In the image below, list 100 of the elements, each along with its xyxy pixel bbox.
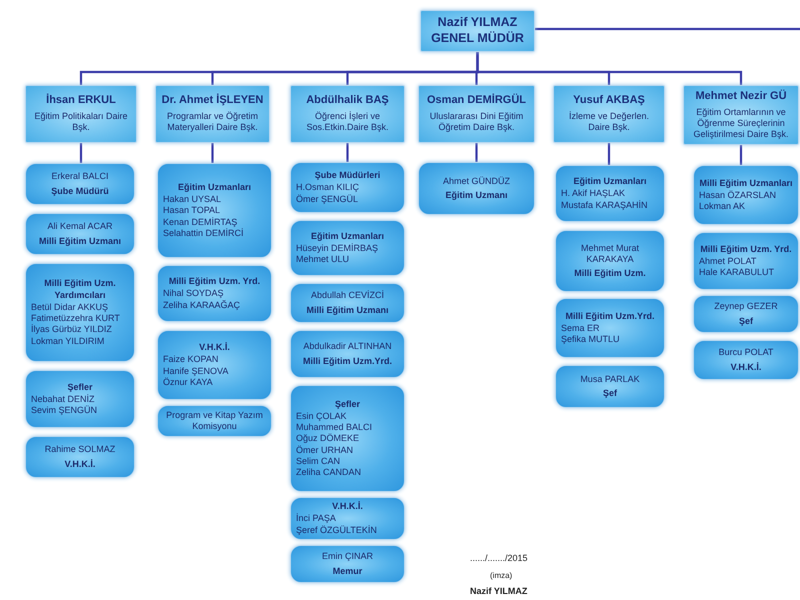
person-name: Oğuz DÖMEKE — [296, 433, 360, 445]
staff-group-box — [290, 497, 405, 540]
person-name: Hasan TOPAL — [163, 205, 220, 217]
person-name: Kenan DEMİRTAŞ — [163, 216, 238, 228]
person-name: Lokman YILDIRIM — [31, 336, 104, 347]
person-name: İlyas Gürbüz YILDIZ — [31, 324, 112, 336]
director-box — [420, 10, 535, 52]
connector-line — [476, 52, 742, 85]
staff-group-box — [157, 330, 272, 400]
person-name: Hale KARABULUT — [699, 267, 774, 278]
group-heading: Milli Eğitim Uzm.Yrd. — [565, 310, 654, 322]
staff-box — [25, 163, 135, 205]
connector-line — [80, 143, 82, 163]
staff-group-box — [157, 163, 272, 258]
job-title: Programlar ve Öğretim Materyalleri Daire Bşk. — [166, 111, 260, 134]
unit-name: Program ve Kitap Yazım Komisyonu — [165, 410, 264, 432]
job-title: Milli Eğitim Uzm. — [574, 268, 646, 280]
job-title: Şef — [602, 388, 617, 400]
staff-box — [693, 340, 799, 380]
staff-box — [290, 330, 405, 378]
connector-line — [740, 145, 742, 165]
staff-box — [25, 213, 135, 255]
person-name: Mehmet ULU — [296, 254, 350, 266]
department-box — [683, 85, 799, 145]
person-name: Musa PARLAK — [580, 374, 640, 385]
person-name: Öznur KAYA — [163, 376, 213, 388]
staff-box — [290, 283, 405, 323]
person-name: İnci PAŞA — [296, 513, 336, 525]
person-name: Faize KOPAN — [163, 354, 218, 366]
person-name: Zeliha KARAAĞAÇ — [163, 300, 240, 311]
person-name: Selim CAN — [296, 456, 340, 468]
person-name: Şeref ÖZGÜLTEKİN — [296, 524, 377, 536]
job-title: Eğitim Ortamlarının ve Öğrenme Süreçlerinin Geliştirilmesi Daire Bşk. — [692, 106, 790, 140]
group-heading: Şube Müdürleri — [314, 170, 380, 182]
person-name: H.Osman KILIÇ — [296, 182, 360, 194]
staff-group-box — [25, 263, 135, 362]
person-name: Osman DEMİRGÜL — [426, 94, 526, 108]
staff-group-box — [157, 265, 272, 322]
job-title: Şef — [738, 316, 753, 327]
department-box — [418, 85, 535, 143]
person-name: Rahime SOLMAZ — [44, 444, 116, 456]
job-title: Milli Eğitim Uzmanı — [38, 236, 121, 247]
job-title: Eğitim Uzmanı — [445, 190, 508, 202]
group-heading: Eğitim Uzmanları — [178, 182, 251, 194]
group-heading: V.H.K.İ. — [332, 501, 363, 512]
person-name: Emin ÇINAR — [322, 551, 373, 562]
connector-line — [608, 143, 610, 165]
group-heading: Milli Eğitim Uzm. Yrd. — [168, 276, 260, 288]
person-name: Hüseyin DEMİRBAŞ — [296, 242, 378, 254]
connector-line — [346, 143, 349, 162]
person-name: Ahmet GÜNDÜZ — [442, 176, 510, 187]
job-title: Uluslararası Dini Eğitim Öğretim Daire Bşk. — [428, 111, 524, 134]
job-title: V.H.K.İ. — [730, 362, 762, 373]
group-heading: V.H.K.İ. — [199, 342, 230, 354]
staff-box — [25, 436, 135, 478]
job-title: Şube Müdürü — [51, 186, 109, 197]
person-name: Esin ÇOLAK — [296, 410, 347, 422]
staff-box — [555, 230, 665, 292]
person-name: Lokman AK — [699, 201, 746, 212]
connector-line — [475, 143, 478, 162]
connector-line — [211, 143, 214, 163]
job-title: Memur — [332, 566, 362, 577]
staff-box — [693, 295, 799, 333]
job-title: GENEL MÜDÜR — [431, 31, 524, 47]
person-name: Mehmet Nezir GÜ — [695, 90, 787, 104]
person-name: Abdülhalik BAŞ — [306, 94, 389, 108]
job-title: Öğrenci İşleri ve Sos.Etkin.Daire Bşk. — [305, 111, 390, 134]
person-name: Hanife ŞENOVA — [163, 366, 228, 377]
department-box — [553, 85, 665, 143]
person-name: Selahattin DEMİRCİ — [163, 228, 244, 240]
department-box — [155, 85, 270, 143]
person-name: Ali Kemal ACAR — [47, 221, 113, 232]
staff-box — [418, 162, 535, 215]
person-name: Ömer URHAN — [296, 444, 354, 456]
person-name: Hakan UYSAL — [163, 194, 222, 206]
unit-box — [157, 405, 272, 437]
person-name: H. Akif HAŞLAK — [561, 188, 626, 200]
date-line: ....../......./2015 — [470, 553, 528, 563]
group-heading: Milli Eğitim Uzmanları — [699, 178, 792, 189]
person-name: Fatimetüzzehra KURT — [31, 313, 120, 324]
staff-group-box — [693, 165, 799, 225]
group-heading: Eğitim Uzmanları — [310, 230, 384, 242]
staff-group-box — [555, 298, 665, 358]
person-name: Muhammed BALCI — [296, 422, 372, 434]
person-name: Betül Didar AKKUŞ — [31, 302, 108, 313]
person-name: Burcu POLAT — [718, 347, 774, 358]
staff-group-box — [290, 162, 405, 213]
person-name: Zeliha CANDAN — [296, 467, 362, 478]
person-name: Sevim ŞENGÜN — [31, 405, 98, 416]
job-title: Milli Eğitim Uzm.Yrd. — [302, 356, 392, 367]
person-name: Mehmet Murat KARAKAYA — [580, 242, 640, 266]
person-name: Dr. Ahmet İŞLEYEN — [162, 94, 264, 108]
group-heading: Şefler — [334, 398, 360, 410]
person-name: Nebahat DENİZ — [31, 394, 95, 406]
person-name: Abdullah CEVİZCİ — [310, 290, 384, 302]
person-name: Nihal SOYDAŞ — [163, 288, 224, 300]
signature-note: (imza) — [490, 571, 512, 580]
person-name: Abdulkadir ALTINHAN — [303, 341, 392, 352]
job-title: V.H.K.İ. — [64, 458, 96, 470]
staff-group-box — [290, 220, 405, 276]
